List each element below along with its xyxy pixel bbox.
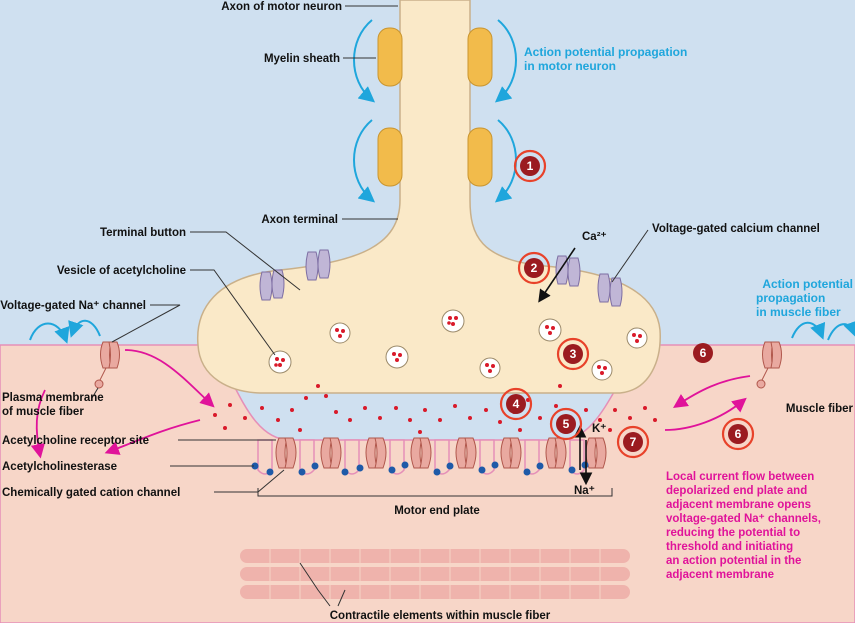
label-muscle-fiber: Muscle fiber — [786, 403, 854, 415]
step-5-number: 5 — [563, 417, 570, 431]
step-1-number: 1 — [527, 159, 534, 173]
callout-local-current-line: adjacent membrane opens — [666, 499, 811, 511]
callout-muscle-fiber-line1: Action potential — [762, 277, 853, 291]
ion-flow-arrows — [538, 247, 593, 486]
callout-local-current-line: adjacent membrane — [666, 569, 774, 581]
callout-local-current-line: voltage-gated Na⁺ channels, — [666, 513, 821, 525]
label-axon-of-motor-neuron: Axon of motor neuron — [221, 1, 342, 13]
acetylcholine-vesicles — [268, 309, 648, 381]
cation-channels — [275, 437, 607, 469]
step-6-left: 6 — [693, 343, 713, 363]
step-4-number: 4 — [513, 397, 520, 411]
callout-local-current-line: reducing the potential to — [666, 527, 800, 539]
label-contractile-elements: Contractile elements within muscle fiber — [330, 610, 551, 622]
label-plasma-membrane-line1: Plasma membrane — [2, 392, 104, 404]
callout-motor-neuron-line2: in motor neuron — [524, 59, 616, 73]
label-k-ion: K⁺ — [592, 423, 606, 435]
label-voltage-gated-calcium-channel: Voltage-gated calcium channel — [652, 223, 820, 235]
step-3-number: 3 — [570, 347, 577, 361]
local-current-arrows — [30, 349, 751, 459]
callout-muscle-fiber-line2: propagation — [756, 291, 825, 305]
step-3: 3 — [556, 337, 590, 371]
label-motor-end-plate: Motor end plate — [394, 505, 480, 517]
step-7: 7 — [616, 425, 650, 459]
step-2-number: 2 — [531, 261, 538, 275]
label-axon-terminal: Axon terminal — [261, 214, 338, 226]
step-1: 1 — [513, 149, 547, 183]
label-acetylcholine-receptor-site: Acetylcholine receptor site — [2, 435, 149, 447]
step-6-left-number: 6 — [700, 346, 707, 360]
step-6-right-number: 6 — [735, 427, 742, 441]
acetylcholine-molecules — [213, 384, 657, 434]
label-vesicle-of-acetylcholine: Vesicle of acetylcholine — [57, 265, 186, 277]
myelin-sheath — [377, 27, 493, 187]
muscle-propagation-arrows — [29, 319, 855, 344]
callout-muscle-fiber-line3: in muscle fiber — [756, 305, 841, 319]
label-terminal-button: Terminal button — [100, 227, 186, 239]
label-na-ion: Na⁺ — [574, 485, 595, 497]
contractile-elements — [240, 549, 630, 599]
step-4: 4 — [499, 387, 533, 421]
callout-local-current-line: depolarized end plate and — [666, 485, 807, 497]
label-plasma-membrane-line2: of muscle fiber — [2, 406, 84, 418]
callout-motor-neuron-line1: Action potential propagation — [524, 45, 687, 59]
label-ca-ion: Ca²⁺ — [582, 231, 607, 243]
step-7-number: 7 — [630, 435, 637, 449]
step-2: 2 — [517, 251, 551, 285]
step-5: 5 — [549, 407, 583, 441]
na-channel-left — [94, 341, 120, 389]
label-chemically-gated-cation-channel: Chemically gated cation channel — [2, 487, 180, 499]
callout-local-current-line: an action potential in the — [666, 555, 801, 567]
na-channel-right — [756, 341, 782, 389]
callout-local-current: Local current flow between depolarized e… — [666, 471, 821, 581]
label-voltage-gated-na-channel: Voltage-gated Na⁺ channel — [0, 300, 146, 312]
callout-local-current-line: Local current flow between — [666, 471, 814, 483]
step-6-right: 6 — [721, 417, 755, 451]
callout-local-current-line: threshold and initiating — [666, 541, 793, 553]
label-myelin-sheath: Myelin sheath — [264, 53, 340, 65]
calcium-channels — [259, 249, 623, 307]
leader-lines — [91, 5, 649, 607]
label-acetylcholinesterase: Acetylcholinesterase — [2, 461, 117, 473]
